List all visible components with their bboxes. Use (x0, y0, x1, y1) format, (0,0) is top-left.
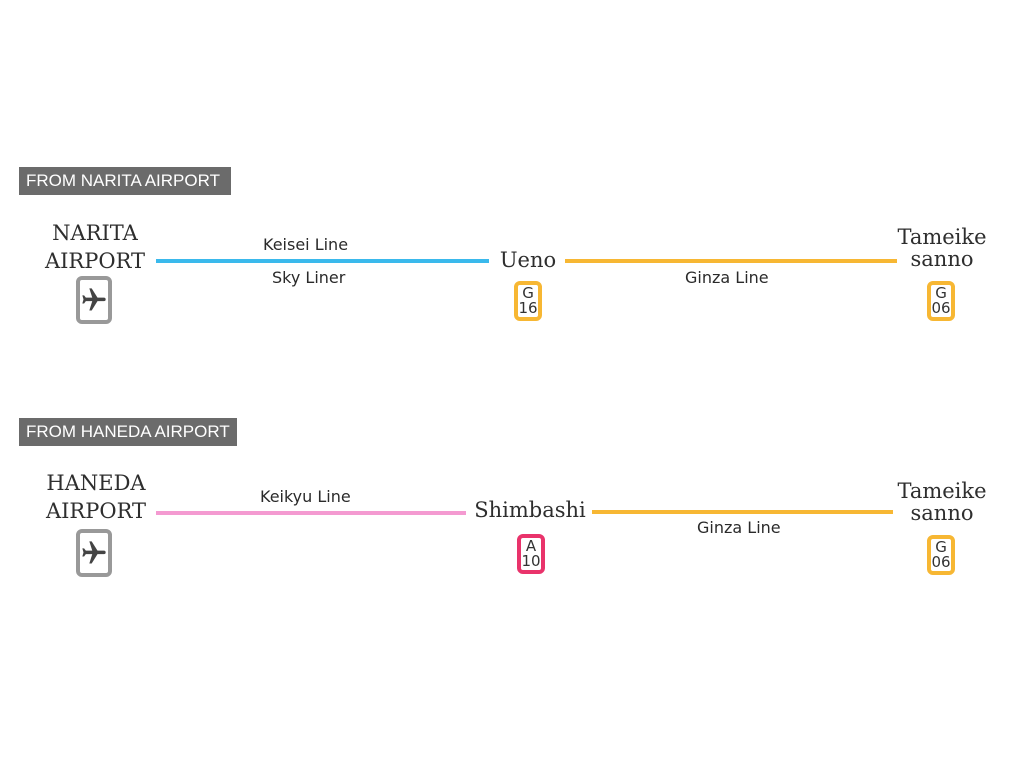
ueno-code-number: 16 (518, 299, 538, 317)
narita-airport-label-line2: AIRPORT (44, 249, 146, 273)
sky-liner-label: Sky Liner (272, 268, 346, 287)
ginza-line-label-1: Ginza Line (685, 268, 769, 287)
haneda-airport-label: HANEDA AIRPORT (40, 469, 152, 525)
ueno-station-code: G 16 (514, 281, 542, 321)
ueno-station-name: Ueno (499, 248, 557, 272)
tameike-code-number-2: 06 (931, 553, 951, 571)
keikyu-line-label: Keikyu Line (260, 487, 351, 506)
shimbashi-station-name: Shimbashi (474, 498, 586, 522)
tameike-sanno-name-2-line2: sanno (910, 501, 974, 525)
tameike-sanno-name-2: Tameike sanno (892, 480, 992, 524)
tameike-sanno-code-1: G 06 (927, 281, 955, 321)
ueno-code-letter: G (522, 284, 534, 302)
ginza-line-track-1 (565, 259, 897, 263)
ginza-line-track-2 (592, 510, 893, 514)
haneda-airport-badge (76, 529, 112, 577)
keisei-line-track (156, 259, 489, 263)
keisei-line-label: Keisei Line (263, 235, 349, 254)
tameike-sanno-name-1: Tameike sanno (892, 226, 992, 270)
ginza-line-label-2: Ginza Line (697, 518, 781, 537)
airplane-icon (82, 288, 106, 311)
tameike-sanno-code-2: G 06 (927, 535, 955, 575)
tameike-code-letter-2: G (935, 538, 947, 556)
shimbashi-station-code: A 10 (517, 534, 545, 574)
tameike-code-letter-1: G (935, 284, 947, 302)
keikyu-line-track (156, 511, 466, 515)
tameike-sanno-name-1-line2: sanno (910, 247, 974, 271)
haneda-heading: FROM HANEDA AIRPORT (19, 418, 237, 446)
narita-heading: FROM NARITA AIRPORT (19, 167, 231, 195)
tameike-sanno-name-1-line1: Tameike (897, 225, 987, 249)
haneda-airport-label-line2: AIRPORT (45, 499, 147, 523)
airplane-icon (82, 541, 106, 564)
tameike-sanno-name-2-line1: Tameike (897, 479, 987, 503)
tameike-code-number-1: 06 (931, 299, 951, 317)
narita-airport-badge (76, 276, 112, 324)
shimbashi-code-number: 10 (521, 552, 541, 570)
shimbashi-code-letter: A (525, 537, 537, 555)
narita-airport-label-line1: NARITA (52, 221, 138, 245)
narita-airport-label: NARITA AIRPORT (40, 219, 150, 275)
haneda-airport-label-line1: HANEDA (46, 471, 146, 495)
